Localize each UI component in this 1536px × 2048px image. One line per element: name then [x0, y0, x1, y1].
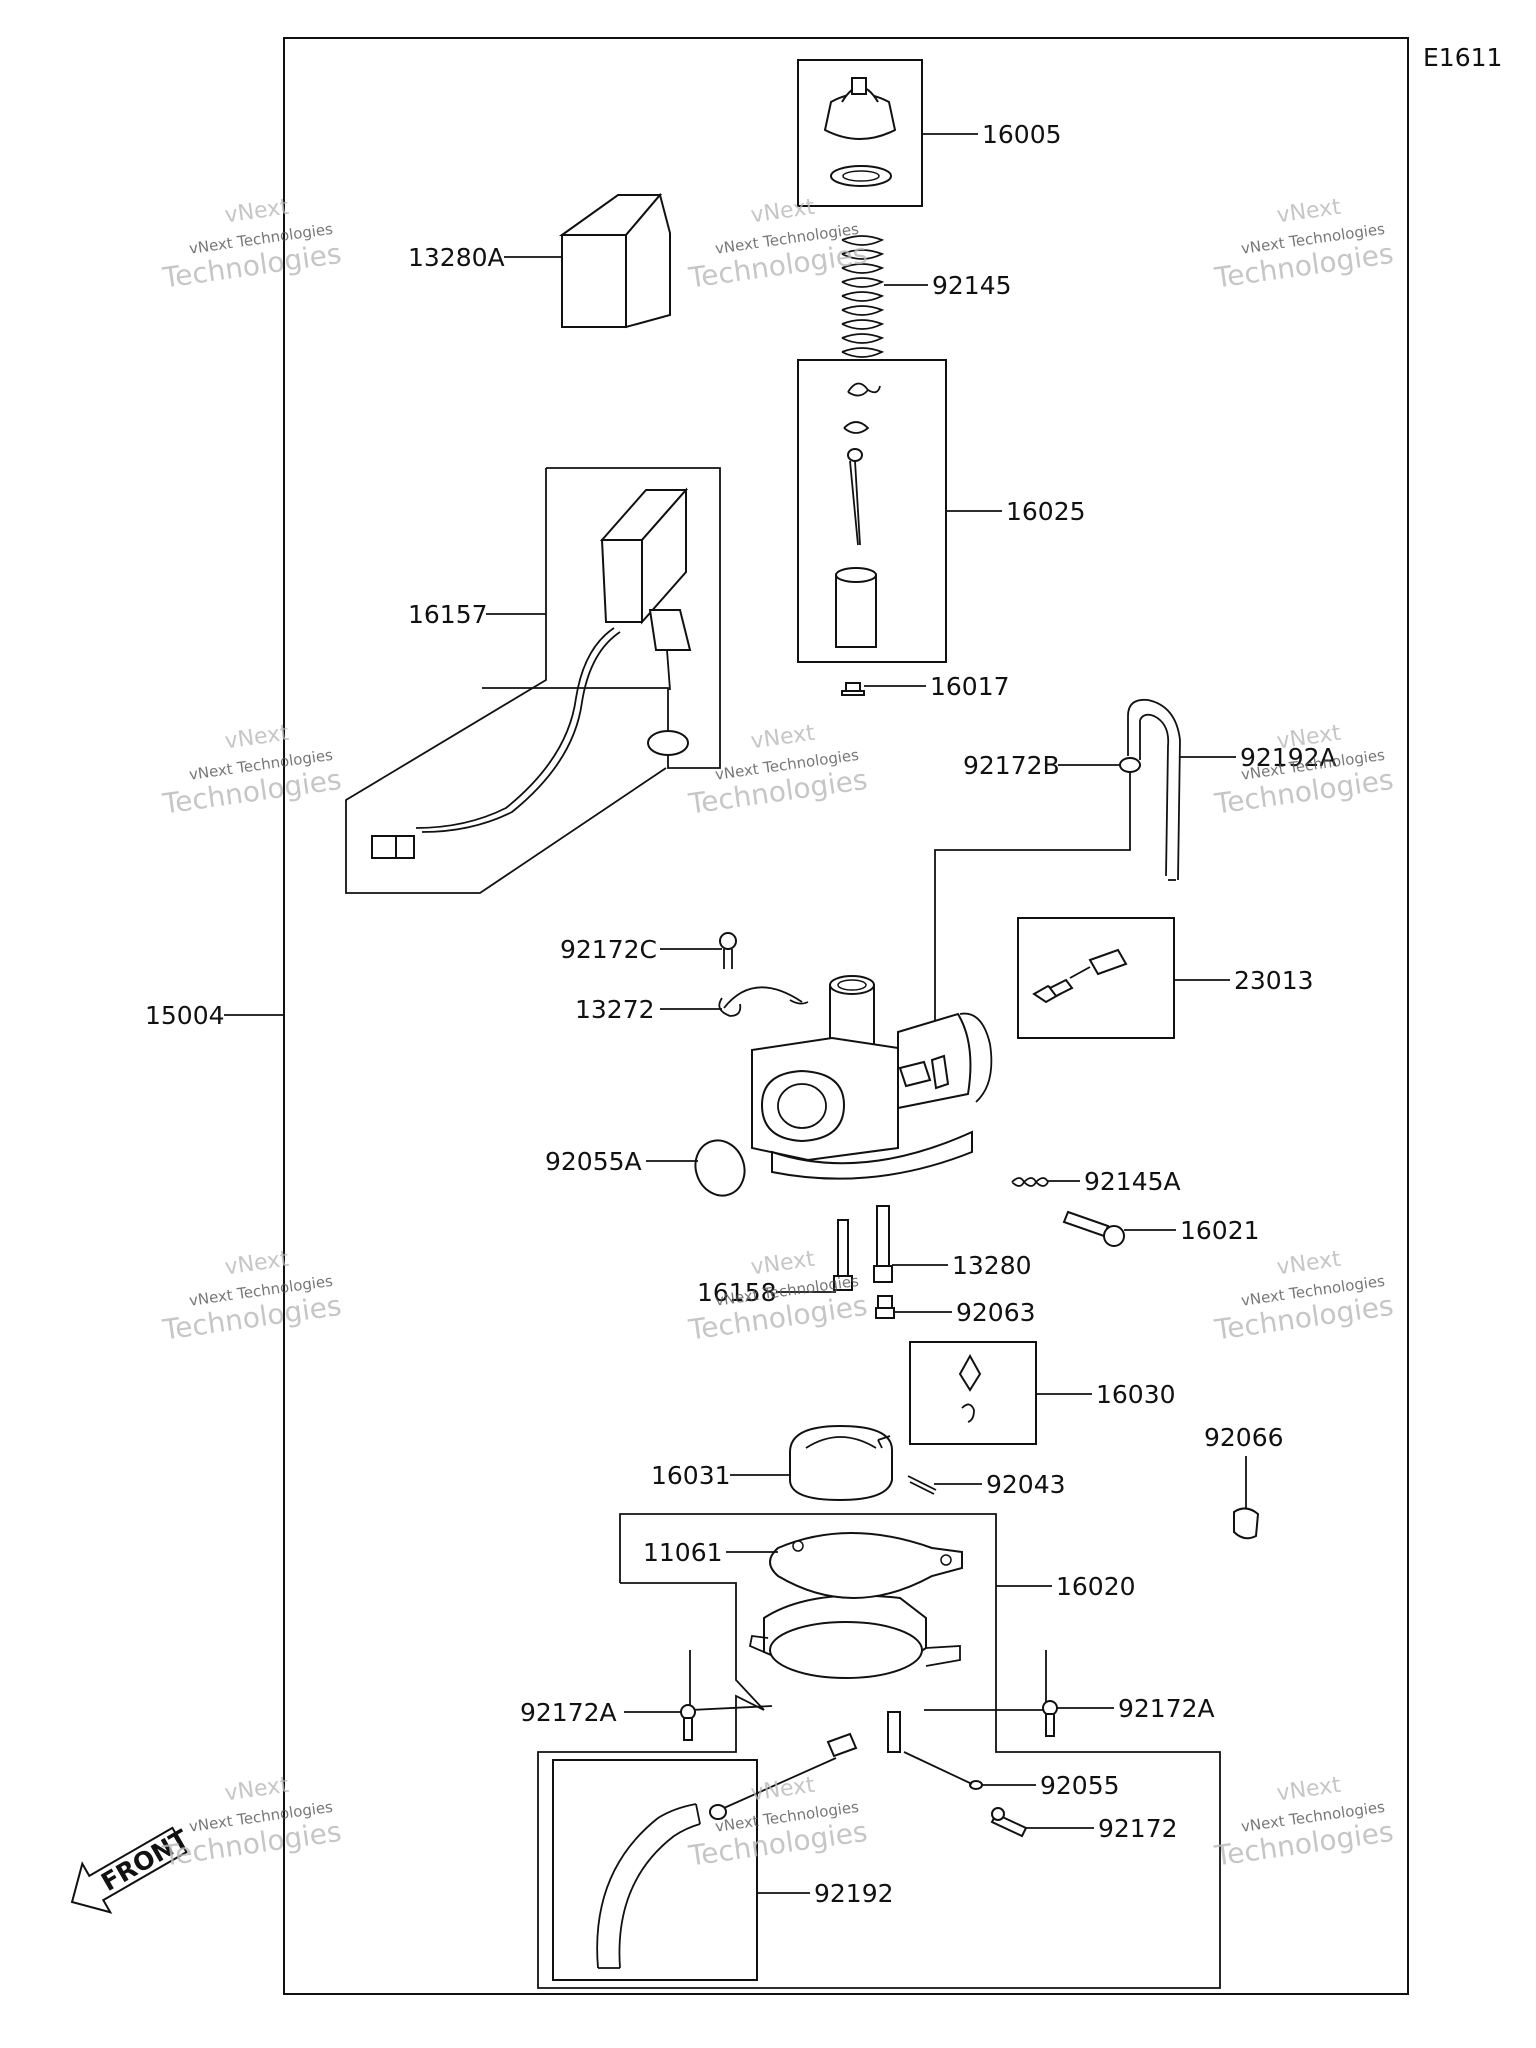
label-16157: 16157: [408, 600, 488, 629]
watermark: vNext vNext Technologies Technologies: [686, 721, 870, 821]
part-92192[interactable]: 92192: [552, 1757, 894, 1981]
label-92172C: 92172C: [560, 935, 657, 964]
label-13280: 13280: [952, 1251, 1032, 1280]
part-92172B[interactable]: 92172B: [934, 751, 1141, 1050]
label-16017: 16017: [930, 672, 1010, 701]
part-13280A[interactable]: 13280A: [408, 192, 671, 329]
watermark: vNext vNext Technologies Technologies: [686, 1773, 870, 1873]
label-92055: 92055: [1040, 1771, 1120, 1800]
part-92043[interactable]: 92043: [907, 1470, 1066, 1499]
part-16021[interactable]: 16021: [1062, 1210, 1260, 1247]
part-92145[interactable]: 92145: [841, 235, 1012, 358]
watermark: vNext vNext Technologies Technologies: [1212, 1247, 1396, 1347]
part-16005[interactable]: 16005: [797, 59, 1062, 207]
watermark: vNext vNext Technologies Technologies: [160, 721, 344, 821]
svg-text:vNext: vNext: [1275, 195, 1342, 229]
part-92066[interactable]: 92066: [1204, 1423, 1284, 1540]
part-92055A[interactable]: 92055A: [545, 1133, 752, 1202]
part-92192A[interactable]: 92192A: [1127, 698, 1337, 881]
part-92055[interactable]: 92055: [903, 1751, 1120, 1800]
watermark: vNext vNext Technologies Technologies: [160, 1247, 344, 1347]
label-92066: 92066: [1204, 1423, 1284, 1452]
label-92055A: 92055A: [545, 1147, 642, 1176]
label-13280A: 13280A: [408, 243, 505, 272]
part-23013[interactable]: 23013: [1017, 917, 1314, 1039]
watermark: vNext vNext Technologies Technologies: [1212, 721, 1396, 821]
main-frame: [283, 37, 1409, 1995]
watermark: vNext vNext Technologies Technologies: [1212, 1773, 1396, 1873]
watermark: vNext vNext Technologies Technologies: [160, 195, 344, 295]
part-92145A[interactable]: 92145A: [1011, 1167, 1181, 1196]
label-13272: 13272: [575, 995, 655, 1024]
label-16005: 16005: [982, 120, 1062, 149]
part-16158[interactable]: 16158: [697, 1219, 853, 1307]
svg-text:vNext: vNext: [749, 721, 816, 755]
watermark: vNext vNext Technologies Technologies: [686, 195, 870, 295]
part-92172C[interactable]: 92172C: [560, 932, 737, 969]
label-16030: 16030: [1096, 1380, 1176, 1409]
label-92172: 92172: [1098, 1814, 1178, 1843]
watermark: vNext vNext Technologies Technologies: [1212, 195, 1396, 295]
part-11061[interactable]: 11061: [643, 1532, 963, 1599]
label-16020: 16020: [1056, 1572, 1136, 1601]
part-16020[interactable]: 16020: [537, 1513, 1221, 1989]
svg-text:vNext: vNext: [223, 1773, 290, 1807]
label-16025: 16025: [1006, 497, 1086, 526]
svg-text:vNext: vNext: [223, 721, 290, 755]
part-92172A-right[interactable]: 92172A: [1042, 1694, 1215, 1737]
svg-text:vNext: vNext: [749, 1773, 816, 1807]
part-16031[interactable]: 16031: [651, 1424, 893, 1502]
label-92145A: 92145A: [1084, 1167, 1181, 1196]
part-16157[interactable]: 16157: [345, 467, 721, 894]
label-16031: 16031: [651, 1461, 731, 1490]
part-13272[interactable]: 13272: [575, 986, 809, 1024]
svg-text:vNext: vNext: [223, 1247, 290, 1281]
label-92145: 92145: [932, 271, 1012, 300]
part-16017[interactable]: 16017: [841, 672, 1010, 701]
label-16158: 16158: [697, 1278, 777, 1307]
svg-text:vNext: vNext: [749, 195, 816, 229]
label-15004: 15004: [145, 1001, 225, 1030]
diagram-code: E1611: [1423, 43, 1502, 72]
label-23013: 23013: [1234, 966, 1314, 995]
label-92192A: 92192A: [1240, 743, 1337, 772]
svg-text:vNext: vNext: [1275, 1773, 1342, 1807]
part-13280[interactable]: 13280: [873, 1205, 1032, 1283]
part-16030[interactable]: 16030: [909, 1341, 1176, 1445]
label-11061: 11061: [643, 1538, 723, 1567]
part-15004-carburetor-body[interactable]: 15004: [145, 975, 993, 1180]
label-16021: 16021: [1180, 1216, 1260, 1245]
label-92172A-right: 92172A: [1118, 1694, 1215, 1723]
svg-text:vNext: vNext: [1275, 1247, 1342, 1281]
part-16025[interactable]: 16025: [797, 359, 1086, 663]
svg-text:vNext: vNext: [223, 195, 290, 229]
label-92172A-left: 92172A: [520, 1698, 617, 1727]
part-92063[interactable]: 92063: [875, 1295, 1036, 1327]
label-92172B: 92172B: [963, 751, 1060, 780]
label-92192: 92192: [814, 1879, 894, 1908]
part-92172[interactable]: 92172: [990, 1807, 1178, 1843]
svg-text:vNext: vNext: [749, 1247, 816, 1281]
part-92172A-left[interactable]: 92172A: [520, 1698, 696, 1741]
label-92043: 92043: [986, 1470, 1066, 1499]
label-92063: 92063: [956, 1298, 1036, 1327]
watermark: vNext vNext Technologies Technologies: [160, 1773, 344, 1873]
